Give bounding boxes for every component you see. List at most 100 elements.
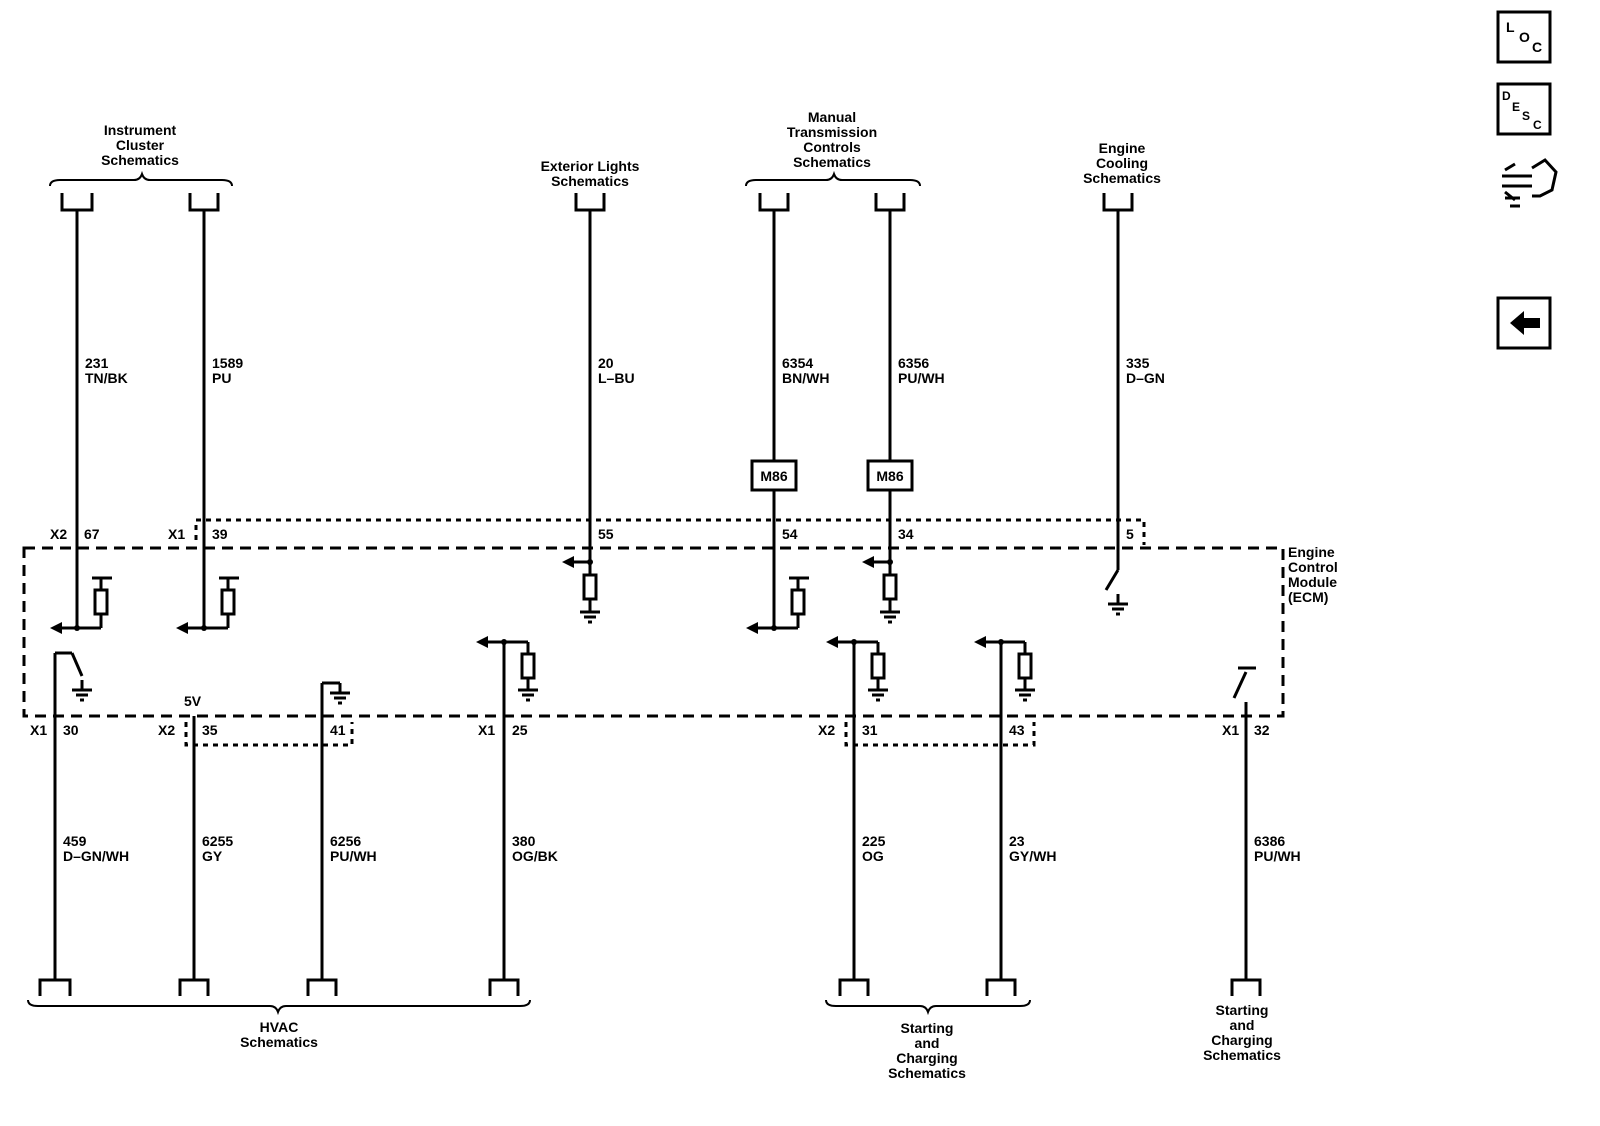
connector-stub <box>838 978 870 996</box>
input-circuit-54 <box>746 576 809 634</box>
pin-label: 54 <box>782 526 798 542</box>
desc-button[interactable]: D E S C <box>1496 82 1552 136</box>
label-manual-transmission: Manual Transmission Controls Schematics <box>787 109 877 170</box>
svg-text:OG/BK: OG/BK <box>512 848 558 864</box>
desc-letter-s: S <box>1522 109 1530 123</box>
label-hvac: HVAC Schematics <box>240 1019 318 1050</box>
svg-text:BN/WH: BN/WH <box>782 370 829 386</box>
svg-text:GY: GY <box>202 848 223 864</box>
pin-label: 34 <box>898 526 914 542</box>
svg-text:Schematics: Schematics <box>551 173 629 189</box>
pin-label: 5 <box>1126 526 1134 542</box>
svg-text:Control: Control <box>1288 559 1338 575</box>
svg-text:D–GN: D–GN <box>1126 370 1165 386</box>
loc-letter-l: L <box>1506 19 1515 35</box>
input-circuit-31 <box>826 636 888 702</box>
wire-label: 6354 BN/WH <box>782 355 829 386</box>
loc-letter-c: C <box>1532 39 1542 55</box>
svg-text:OG: OG <box>862 848 884 864</box>
connector-label: X1 <box>478 722 495 738</box>
pin-label: 55 <box>598 526 614 542</box>
connector-stub <box>758 193 790 212</box>
svg-text:Charging: Charging <box>896 1050 957 1066</box>
svg-text:PU/WH: PU/WH <box>330 848 377 864</box>
desc-button-frame <box>1496 82 1552 136</box>
svg-text:Controls: Controls <box>803 139 861 155</box>
back-arrow-icon <box>1510 311 1540 335</box>
input-circuit-39 <box>176 576 239 634</box>
loc-button[interactable]: L O C <box>1496 10 1552 64</box>
wire-label: 231 TN/BK <box>85 355 128 386</box>
svg-text:6354: 6354 <box>782 355 813 371</box>
svg-text:Instrument: Instrument <box>104 122 177 138</box>
pin-label: 43 <box>1009 722 1025 738</box>
pin-label: 30 <box>63 722 79 738</box>
connector-label: X2 <box>818 722 835 738</box>
pin-label: 39 <box>212 526 228 542</box>
connector-label: X2 <box>50 526 67 542</box>
label-exterior-lights: Exterior Lights Schematics <box>541 158 640 189</box>
wire-label: 23 GY/WH <box>1009 833 1056 864</box>
brace-manual-transmission <box>745 170 921 187</box>
svg-text:Engine: Engine <box>1288 544 1335 560</box>
back-button-frame <box>1496 296 1552 350</box>
wire-label: 6386 PU/WH <box>1254 833 1301 864</box>
svg-text:(ECM): (ECM) <box>1288 589 1328 605</box>
svg-text:Schematics: Schematics <box>101 152 179 168</box>
ecm-box <box>22 546 1285 718</box>
desc-letter-e: E <box>1512 100 1520 114</box>
svg-text:L–BU: L–BU <box>598 370 635 386</box>
pin-label: 35 <box>202 722 218 738</box>
connector-stub <box>306 978 338 996</box>
ground-circuit-41 <box>320 681 350 716</box>
svg-text:Schematics: Schematics <box>1203 1047 1281 1063</box>
wire-label: 380 OG/BK <box>512 833 558 864</box>
svg-text:20: 20 <box>598 355 614 371</box>
label-starting-charging: Starting and Charging Schematics <box>888 1020 966 1081</box>
desc-letter-c: C <box>1533 118 1542 132</box>
loc-button-frame <box>1496 10 1552 64</box>
pin-label: 31 <box>862 722 878 738</box>
svg-text:Cluster: Cluster <box>116 137 165 153</box>
wire-label: 1589 PU <box>212 355 243 386</box>
connector-stub <box>1102 193 1134 212</box>
svg-text:23: 23 <box>1009 833 1025 849</box>
svg-text:M86: M86 <box>760 468 787 484</box>
connector-stub <box>188 193 220 212</box>
wire-label: 459 D–GN/WH <box>63 833 129 864</box>
brace-starting-charging <box>825 999 1031 1016</box>
pin-label: 25 <box>512 722 528 738</box>
switch-circuit-30 <box>53 651 92 716</box>
svg-text:Starting: Starting <box>1216 1002 1269 1018</box>
pin-label: 41 <box>330 722 346 738</box>
pointing-hand-icon[interactable] <box>1502 158 1558 208</box>
svg-text:HVAC: HVAC <box>260 1019 299 1035</box>
svg-text:Schematics: Schematics <box>240 1034 318 1050</box>
connector-stub <box>574 193 606 212</box>
svg-text:GY/WH: GY/WH <box>1009 848 1056 864</box>
svg-text:Transmission: Transmission <box>787 124 877 140</box>
brace-instrument-cluster <box>49 170 233 187</box>
desc-letter-d: D <box>1502 89 1511 103</box>
svg-text:1589: 1589 <box>212 355 243 371</box>
input-circuit-67 <box>50 576 112 634</box>
switch-circuit-5 <box>1104 569 1128 616</box>
label-engine-cooling: Engine Cooling Schematics <box>1083 140 1161 186</box>
svg-text:Starting: Starting <box>901 1020 954 1036</box>
svg-text:6386: 6386 <box>1254 833 1285 849</box>
voltage-label: 5V <box>184 693 202 709</box>
svg-text:PU/WH: PU/WH <box>898 370 945 386</box>
svg-text:Schematics: Schematics <box>888 1065 966 1081</box>
back-button[interactable] <box>1496 296 1552 350</box>
connector-stub <box>985 978 1017 996</box>
connector-label: X1 <box>30 722 47 738</box>
ecm-label: Engine Control Module (ECM) <box>1288 544 1338 605</box>
svg-text:PU/WH: PU/WH <box>1254 848 1301 864</box>
svg-text:and: and <box>915 1035 940 1051</box>
svg-text:Schematics: Schematics <box>1083 170 1161 186</box>
svg-text:PU: PU <box>212 370 231 386</box>
svg-text:Exterior Lights: Exterior Lights <box>541 158 640 174</box>
svg-text:Module: Module <box>1288 574 1337 590</box>
input-circuit-43 <box>974 636 1035 702</box>
